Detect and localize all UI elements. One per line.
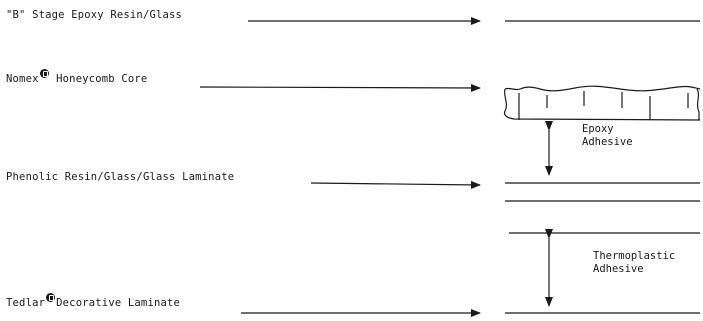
label-b-stage-epoxy: "B" Stage Epoxy Resin/Glass xyxy=(6,9,182,21)
honeycomb-core xyxy=(503,85,701,121)
label-text-after: Decorative Laminate xyxy=(56,297,181,309)
leader-arrow-phenolic xyxy=(310,180,481,189)
label-tedlar-laminate: Tedlar Decorative Laminate xyxy=(6,293,181,309)
epoxy-adhesive-line1: Epoxy xyxy=(582,123,614,135)
label-text: Nomex xyxy=(6,73,39,85)
label-nomex-honeycomb: Nomex Honeycomb Core xyxy=(6,69,148,85)
epoxy-adhesive-note: Epoxy Adhesive xyxy=(582,123,633,149)
label-text: Tedlar xyxy=(6,297,46,309)
label-phenolic-laminate: Phenolic Resin/Glass/Glass Laminate xyxy=(6,171,234,183)
epoxy-adhesive-line2: Adhesive xyxy=(582,136,633,148)
thermoplastic-adhesive-note: Thermoplastic Adhesive xyxy=(593,250,675,276)
registered-mark-icon xyxy=(39,69,49,78)
registered-mark-icon xyxy=(46,293,56,302)
label-text-after: Honeycomb Core xyxy=(49,73,148,85)
label-text: "B" Stage Epoxy Resin/Glass xyxy=(6,9,183,21)
thermoplastic-adhesive-line2: Adhesive xyxy=(593,263,644,275)
thermoplastic-adhesive-line1: Thermoplastic xyxy=(593,250,676,262)
label-text: Phenolic Resin/Glass/Glass Laminate xyxy=(6,171,235,183)
leader-arrow-nomex xyxy=(199,83,481,92)
